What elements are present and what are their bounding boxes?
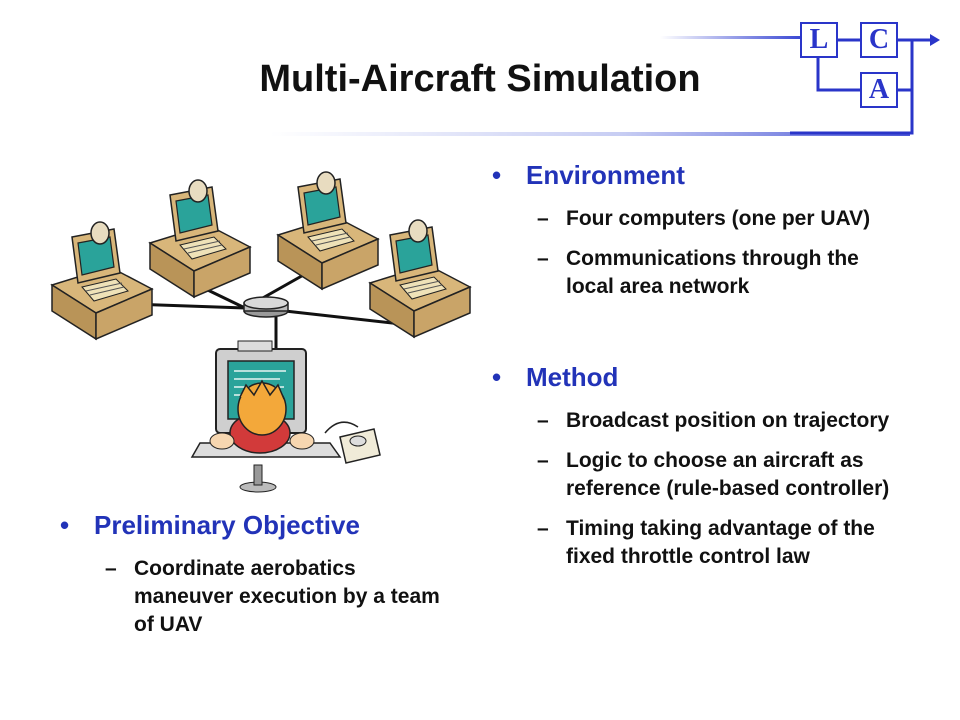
network-illustration [51,171,471,493]
preliminary-section: • Preliminary Objective – Coordinate aer… [58,510,458,639]
preliminary-heading: • Preliminary Objective [58,510,458,541]
bullet-icon: • [492,362,502,392]
operator-icon [190,340,381,493]
computer-user-icon [277,171,379,290]
method-item-text: Logic to choose an aircraft as reference… [566,449,890,500]
environment-heading: • Environment [490,160,910,191]
header-accent-line [660,36,800,39]
environment-section: • Environment – Four computers (one per … [490,160,910,301]
environment-item: – Four computers (one per UAV) [490,205,910,233]
environment-item: – Communications through the local area … [490,245,910,301]
dash-icon: – [537,247,549,270]
computer-user-icon [149,179,251,298]
method-section: • Method – Broadcast position on traject… [490,362,910,571]
method-item-text: Timing taking advantage of the fixed thr… [566,517,875,568]
preliminary-heading-text: Preliminary Objective [94,510,360,540]
computer-user-icon [51,221,153,340]
logo-letter-c: C [860,22,898,58]
environment-item-text: Communications through the local area ne… [566,247,859,298]
environment-item-text: Four computers (one per UAV) [566,207,871,230]
computer-user-icon [369,219,471,338]
method-heading: • Method [490,362,910,393]
link-line-4 [284,309,411,327]
method-heading-text: Method [526,362,619,392]
network-hub-icon [243,296,289,318]
method-item: – Broadcast position on trajectory [490,407,910,435]
logo-connector-icon [790,34,940,135]
method-item: – Timing taking advantage of the fixed t… [490,515,910,571]
dash-icon: – [105,557,117,580]
preliminary-item: – Coordinate aerobatics maneuver executi… [58,555,458,639]
method-item-text: Broadcast position on trajectory [566,409,890,432]
lca-logo: L C A [790,20,950,140]
environment-heading-text: Environment [526,160,685,190]
logo-letter-a: A [860,72,898,108]
dash-icon: – [537,207,549,230]
page-title: Multi-Aircraft Simulation [259,58,701,100]
dash-icon: – [537,409,549,432]
dash-icon: – [537,449,549,472]
logo-letter-l: L [800,22,838,58]
title-rule [270,132,910,136]
bullet-icon: • [492,160,502,190]
preliminary-item-text: Coordinate aerobatics maneuver execution… [134,557,440,636]
bullet-icon: • [60,510,70,540]
method-item: – Logic to choose an aircraft as referen… [490,447,910,503]
dash-icon: – [537,517,549,540]
